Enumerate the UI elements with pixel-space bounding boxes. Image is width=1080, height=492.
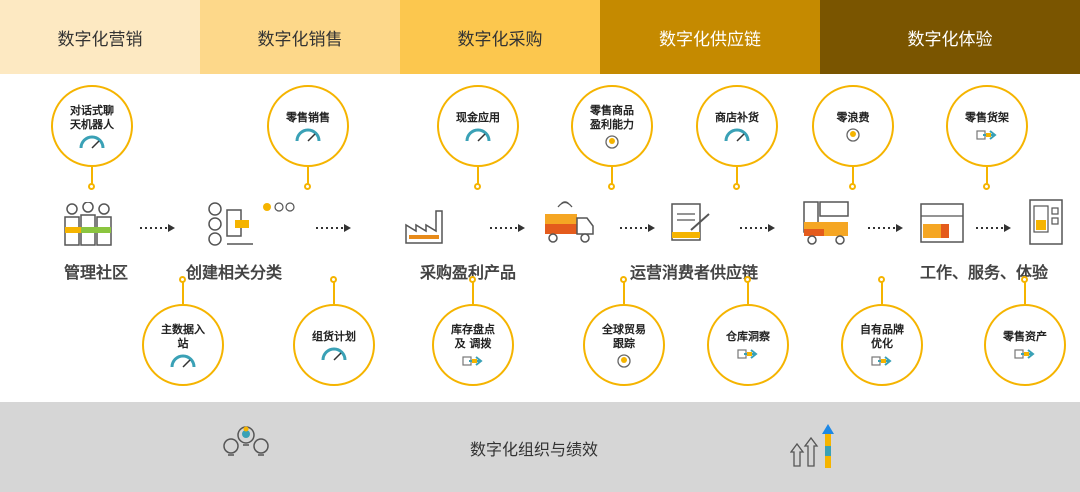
stage-operate-supply-chain: 运营消费者供应链 bbox=[630, 263, 759, 282]
bottom-banner-label: 数字化组织与绩效 bbox=[470, 440, 599, 459]
gauge-icon bbox=[170, 354, 196, 368]
circle-cash-application: 现金应用 bbox=[437, 85, 519, 167]
circle-label: 商店补货 bbox=[715, 110, 759, 124]
circle-merch-profitability: 零售商品 盈利能力 bbox=[571, 85, 653, 167]
tab-digital-supply-chain: 数字化供应链 bbox=[600, 0, 820, 74]
circle-global-trade-tracking: 全球贸易 跟踪 bbox=[583, 304, 665, 386]
circle-retail-sales: 零售销售 bbox=[267, 85, 349, 167]
connector-dot bbox=[608, 183, 615, 190]
connector-line bbox=[307, 167, 309, 184]
vending-machine-icon bbox=[1029, 199, 1063, 245]
growth-arrows-icon bbox=[790, 424, 834, 468]
connector-dot bbox=[88, 183, 95, 190]
circle-label: 对话式聊 天机器人 bbox=[70, 103, 114, 131]
circle-label: 自有品牌 优化 bbox=[860, 322, 904, 350]
store-shelf-icon bbox=[920, 203, 964, 243]
community-people-icon bbox=[64, 202, 112, 246]
circle-store-replenishment: 商店补货 bbox=[696, 85, 778, 167]
circle-assortment-planning: 组货计划 bbox=[293, 304, 375, 386]
flow-arrow-icon bbox=[976, 224, 1011, 232]
tab-digital-experience: 数字化体验 bbox=[820, 0, 1080, 74]
circle-retail-assets: 零售资产 bbox=[984, 304, 1066, 386]
circle-inventory-transfer: 库存盘点 及 调拨 bbox=[432, 304, 514, 386]
transfer-icon bbox=[462, 355, 483, 366]
transfer-icon bbox=[976, 129, 997, 140]
factory-icon bbox=[405, 210, 443, 244]
store-truck-icon bbox=[803, 201, 849, 245]
stage-work-service-experience: 工作、服务、体验 bbox=[920, 263, 1049, 282]
transfer-icon bbox=[737, 348, 758, 359]
stage-manage-community: 管理社区 bbox=[64, 263, 129, 282]
gauge-icon bbox=[724, 128, 750, 142]
connector-line bbox=[747, 282, 749, 304]
connector-line bbox=[91, 167, 93, 184]
circle-label: 零售商品 盈利能力 bbox=[590, 103, 634, 131]
stage-source-products: 采购盈利产品 bbox=[420, 263, 517, 282]
circle-label: 零售资产 bbox=[1003, 329, 1047, 343]
connector-dot bbox=[983, 183, 990, 190]
circle-label: 全球贸易 跟踪 bbox=[602, 322, 646, 350]
circle-chatbot: 对话式聊 天机器人 bbox=[51, 85, 133, 167]
connector-dot bbox=[474, 183, 481, 190]
circle-label: 零售销售 bbox=[286, 110, 330, 124]
gauge-icon bbox=[79, 135, 105, 149]
connector-line bbox=[472, 282, 474, 304]
circle-label: 组货计划 bbox=[312, 329, 356, 343]
circle-label: 零浪费 bbox=[836, 110, 870, 124]
circle-label: 现金应用 bbox=[456, 110, 500, 124]
flow-arrow-icon bbox=[316, 224, 351, 232]
circle-label: 库存盘点 及 调拨 bbox=[451, 322, 495, 350]
flow-arrow-icon bbox=[490, 224, 525, 232]
tab-digital-sales: 数字化销售 bbox=[200, 0, 400, 74]
connector-line bbox=[333, 282, 335, 304]
connector-line bbox=[611, 167, 613, 184]
connector-line bbox=[986, 167, 988, 184]
lightbulbs-icon bbox=[223, 426, 269, 456]
circle-retail-shelf: 零售货架 bbox=[946, 85, 1028, 167]
connector-dot bbox=[304, 183, 311, 190]
flow-arrow-icon bbox=[140, 224, 175, 232]
transfer-icon bbox=[871, 355, 892, 366]
gauge-icon bbox=[295, 128, 321, 142]
circle-master-data-inbound: 主数据入 站 bbox=[142, 304, 224, 386]
tab-digital-marketing: 数字化营销 bbox=[0, 0, 200, 74]
connector-line bbox=[477, 167, 479, 184]
connector-line bbox=[1024, 282, 1026, 304]
gauge-icon bbox=[465, 128, 491, 142]
flow-arrow-icon bbox=[620, 224, 655, 232]
brain-icon bbox=[605, 134, 619, 149]
connector-line bbox=[852, 167, 854, 184]
gauge-icon bbox=[321, 347, 347, 361]
brain-icon bbox=[617, 353, 631, 368]
top-tab-bar: 数字化营销 数字化销售 数字化采购 数字化供应链 数字化体验 bbox=[0, 0, 1080, 74]
circle-label: 主数据入 站 bbox=[161, 322, 205, 350]
brain-icon bbox=[846, 127, 860, 142]
circle-label: 零售货架 bbox=[965, 110, 1009, 124]
connector-line bbox=[182, 282, 184, 304]
connector-line bbox=[623, 282, 625, 304]
category-planning-icon bbox=[208, 202, 295, 246]
bottom-banner bbox=[0, 402, 1080, 492]
connector-line bbox=[736, 167, 738, 184]
connector-dot bbox=[733, 183, 740, 190]
flow-arrow-icon bbox=[868, 224, 903, 232]
flow-arrow-icon bbox=[740, 224, 775, 232]
delivery-truck-icon bbox=[545, 201, 594, 243]
contract-document-icon bbox=[671, 203, 710, 241]
tab-digital-procurement: 数字化采购 bbox=[400, 0, 600, 74]
transfer-icon bbox=[1014, 348, 1035, 359]
connector-line bbox=[881, 282, 883, 304]
stage-create-categories: 创建相关分类 bbox=[186, 263, 283, 282]
connector-dot bbox=[849, 183, 856, 190]
circle-private-label-optimization: 自有品牌 优化 bbox=[841, 304, 923, 386]
circle-warehouse-insights: 仓库洞察 bbox=[707, 304, 789, 386]
circle-label: 仓库洞察 bbox=[726, 329, 770, 343]
circle-zero-waste: 零浪费 bbox=[812, 85, 894, 167]
